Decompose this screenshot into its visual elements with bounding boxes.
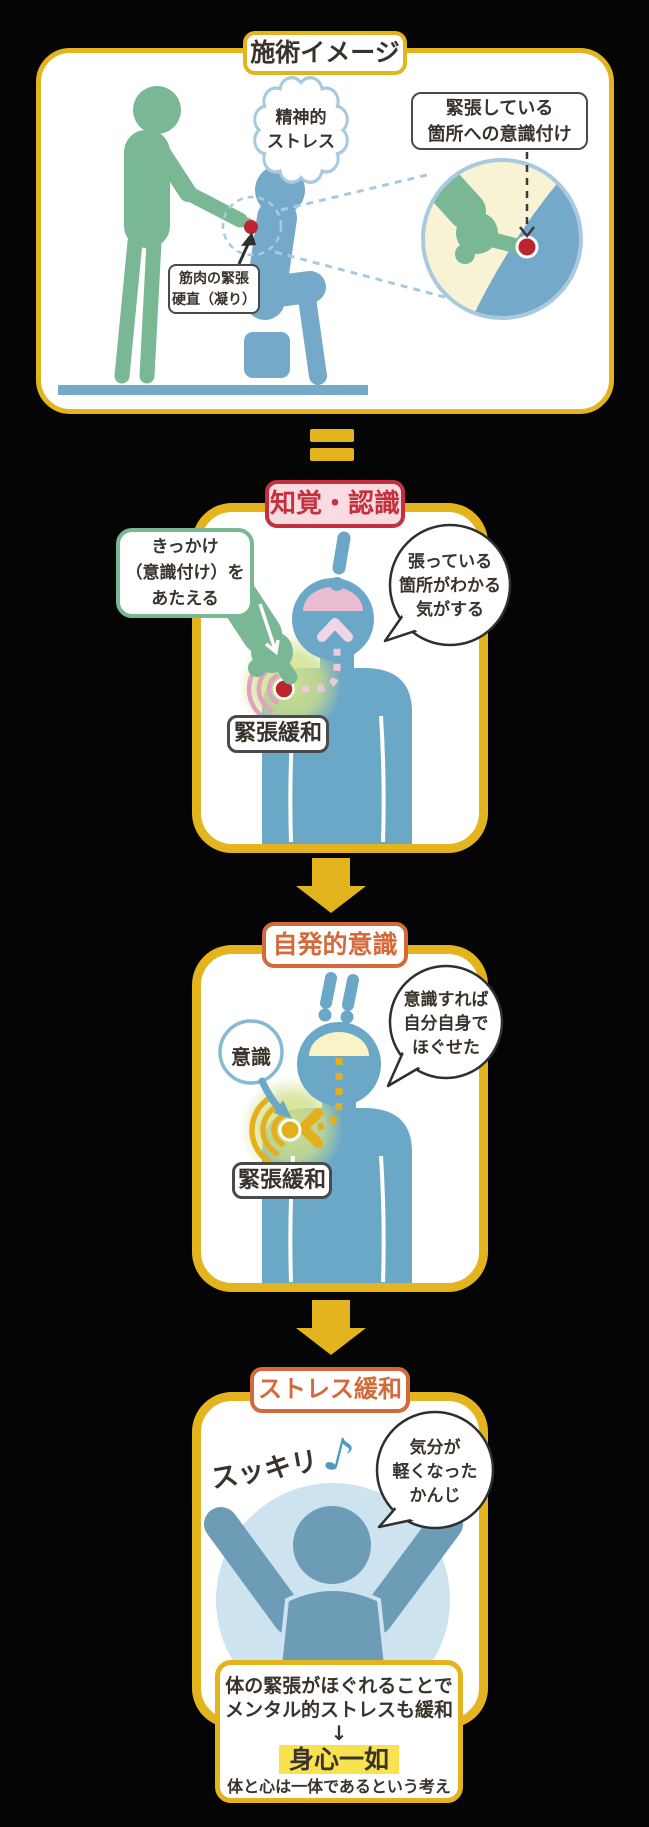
summary-highlight: 身心一如	[278, 1745, 399, 1774]
equals-icon	[310, 429, 354, 461]
raised-arm	[204, 1507, 307, 1635]
magnified-tension-dot	[515, 235, 539, 259]
therapist-figure	[114, 86, 255, 384]
down-arrow-icon	[296, 1300, 366, 1355]
raised-arm	[359, 1507, 463, 1635]
summary-caption: 体と心は一体であるという考え	[227, 1777, 451, 1796]
stress-burst-bubble	[253, 76, 349, 184]
section1-title: 施術イメージ	[243, 31, 407, 75]
relief-label: 緊張緩和	[232, 1162, 332, 1199]
awareness-arrow	[258, 1077, 282, 1111]
section4-label: ストレス緩和	[250, 1367, 410, 1413]
summary-line1: 体の緊張がほぐれることで	[225, 1675, 453, 1697]
down-arrow-icon	[296, 858, 366, 913]
signal-path-dashed-arrow	[301, 618, 353, 693]
perceiving-figure	[238, 578, 412, 844]
floor-line	[58, 385, 368, 395]
section3-label: 自発的意識	[262, 922, 408, 968]
section3-speech-text: 意識すれば 自分自身で ほぐせた	[403, 990, 489, 1058]
relief-label: 緊張緩和	[227, 715, 329, 753]
awareness-circle-bubble	[218, 1019, 292, 1119]
tension-spot-dot	[244, 220, 258, 234]
brain-icon	[303, 587, 363, 611]
magnifier-circle	[421, 158, 583, 320]
down-arrow-glyph: ↓	[330, 1721, 348, 1745]
section2-label: 知覚・認識	[265, 480, 405, 528]
section4-speech-text: 気分が 軽くなった かんじ	[392, 1438, 478, 1506]
section3-illustration	[201, 954, 479, 1283]
section2-speech-text: 張っている 箇所がわかる 気がする	[399, 552, 501, 620]
magnify-cone-line	[274, 250, 453, 301]
press-motion-arrow	[258, 603, 277, 650]
awareness-circle-text: 意識	[231, 1045, 271, 1069]
section1-illustration	[41, 53, 609, 409]
trigger-bubble: きっかけ （意識付け）を あたえる	[116, 528, 254, 618]
exclamation-icon	[330, 531, 351, 591]
focus-dashed-circle	[221, 195, 283, 257]
muscle-tension-label: 筋肉の緊張 硬直（凝り）	[168, 264, 260, 314]
summary-box: 体の緊張がほぐれることで メンタル的ストレスも緩和 ↓ 身心一如 体と心は一体で…	[215, 1660, 463, 1803]
double-exclamation-icon	[318, 972, 359, 1024]
relief-spot-dot	[278, 1118, 302, 1142]
note-pointer-dashed-line	[519, 152, 535, 239]
gold-sound-waves	[249, 1094, 285, 1166]
awareness-path-dashed-arrow	[298, 1058, 343, 1148]
awareness-note: 緊張している 箇所への意識付け	[411, 92, 588, 150]
summary-line2: メンタル的ストレスも緩和	[224, 1699, 453, 1721]
stress-bubble-text: 精神的 ストレス	[267, 108, 335, 152]
muscle-label-arrow	[237, 232, 256, 265]
brain-icon	[309, 1032, 369, 1056]
stool	[244, 332, 290, 378]
